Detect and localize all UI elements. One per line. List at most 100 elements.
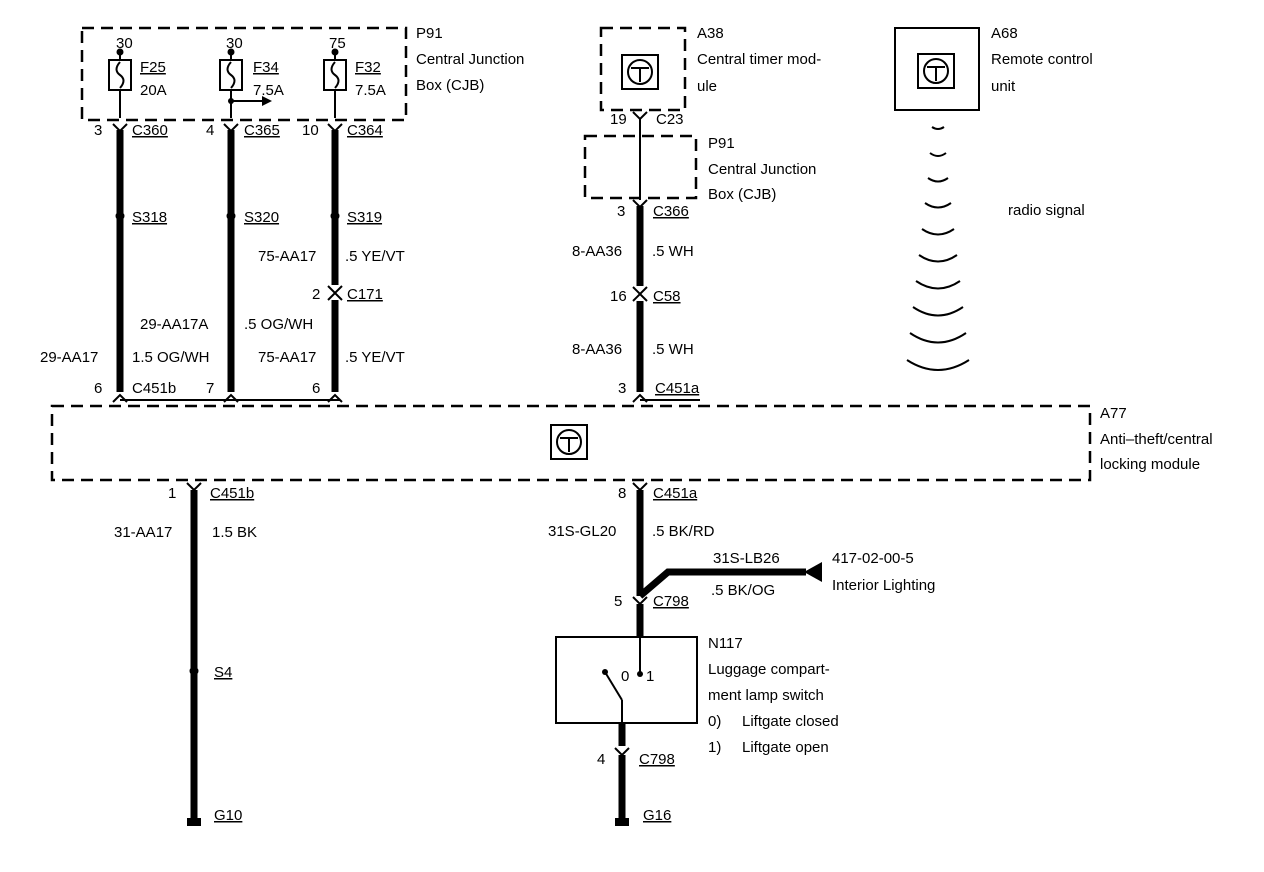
wire-7-code: 31S-LB26	[713, 550, 780, 567]
switch-state-1: Liftgate open	[742, 739, 829, 756]
splice-s4	[189, 666, 199, 676]
c366-label: C366	[653, 203, 689, 220]
wire-3b-spec: .5 YE/VT	[345, 349, 405, 366]
cjb-mid-id: P91	[708, 135, 735, 152]
remote-label-1: Remote control	[991, 51, 1093, 68]
timer-id: A38	[697, 25, 724, 42]
ground-g10-symbol	[187, 818, 201, 826]
wire-2-spec: .5 OG/WH	[244, 316, 313, 333]
switch-state-0: Liftgate closed	[742, 713, 839, 730]
module-label-1: Anti–theft/central	[1100, 431, 1213, 448]
c364-label: C364	[347, 122, 383, 139]
cjb-top-label-1: Central Junction	[416, 51, 524, 68]
c451b-in-pin: 6	[94, 380, 102, 397]
fuse-f34-name: F34	[253, 59, 279, 76]
switch-pos-0: 0	[621, 668, 629, 685]
c365-pin: 4	[206, 122, 214, 139]
ref-page-code: 417-02-00-5	[832, 550, 914, 567]
splice-s4-label: S4	[214, 664, 232, 681]
radio-signal-label: radio signal	[1008, 202, 1085, 219]
timer-label-1: Central timer mod-	[697, 51, 821, 68]
timer-label-2: ule	[697, 78, 717, 95]
wire-7-spec: .5 BK/OG	[711, 582, 775, 599]
splice-s320-label: S320	[244, 209, 279, 226]
switch-state-1-key: 1)	[708, 739, 721, 756]
c58-label: C58	[653, 288, 681, 305]
fuse-f32-name: F32	[355, 59, 381, 76]
cjb-mid-box	[583, 134, 698, 200]
c451a-in-pin: 3	[618, 380, 626, 397]
cjb-top-label-2: Box (CJB)	[416, 77, 484, 94]
switch-id: N117	[708, 635, 743, 652]
switch-pos-1: 1	[646, 668, 654, 685]
c366-pin: 3	[617, 203, 625, 220]
c451a-out-pin: 8	[618, 485, 626, 502]
cjb-top-box	[80, 26, 408, 122]
module-label-2: locking module	[1100, 456, 1200, 473]
wire-5-spec: 1.5 BK	[212, 524, 257, 541]
splice-s319-label: S319	[347, 209, 382, 226]
fuse-f34: 30 F34 7.5A	[219, 35, 284, 118]
c798-top-label: C798	[653, 593, 689, 610]
wire-1-code: 29-AA17	[40, 349, 98, 366]
c58-pin: 16	[610, 288, 627, 305]
remote-control-box	[894, 27, 980, 111]
c360-pin: 3	[94, 122, 102, 139]
module-in-pin-6b: 6	[312, 380, 320, 397]
ground-g16-symbol	[615, 818, 629, 826]
switch-state-0-key: 0)	[708, 713, 721, 730]
c360-label: C360	[132, 122, 168, 139]
c451b-out-label: C451b	[210, 485, 254, 502]
wire-3a-code: 75-AA17	[258, 248, 316, 265]
wire-4a-code: 8-AA36	[572, 243, 622, 260]
c451a-out-label: C451a	[653, 485, 698, 502]
radio-signal-waves	[906, 126, 970, 371]
switch-label-2: ment lamp switch	[708, 687, 824, 704]
wire-31s-lb26	[637, 568, 806, 599]
module-in-pin-7: 7	[206, 380, 214, 397]
fuse-f32-rating: 7.5A	[355, 82, 386, 99]
splice-s318-label: S318	[132, 209, 167, 226]
c798-bot-label: C798	[639, 751, 675, 768]
ground-g10-label: G10	[214, 807, 242, 824]
fuse-f34-rating: 7.5A	[253, 82, 284, 99]
wire-3b-code: 75-AA17	[258, 349, 316, 366]
ref-page-label: Interior Lighting	[832, 577, 935, 594]
splice-s319	[330, 211, 340, 221]
c23-pin: 19	[610, 111, 627, 128]
c451b-in-label: C451b	[132, 380, 176, 397]
wire-5-code: 31-AA17	[114, 524, 172, 541]
c23-label: C23	[656, 111, 684, 128]
fuse-f25: 30 F25 20A	[108, 35, 167, 118]
wire-4b-code: 8-AA36	[572, 341, 622, 358]
c451a-in-label: C451a	[655, 380, 700, 397]
wire-1-spec: 1.5 OG/WH	[132, 349, 210, 366]
c365-label: C365	[244, 122, 280, 139]
c798-top-pin: 5	[614, 593, 622, 610]
c171-label: C171	[347, 286, 383, 303]
fuse-f25-supply: 30	[116, 35, 133, 52]
wire-4b-spec: .5 WH	[652, 341, 694, 358]
fuse-f34-supply: 30	[226, 35, 243, 52]
fuse-f25-rating: 20A	[140, 82, 167, 99]
c451b-out-pin: 1	[168, 485, 176, 502]
luggage-switch-box	[555, 636, 698, 724]
c364-pin: 10	[302, 122, 319, 139]
remote-id: A68	[991, 25, 1018, 42]
fuse-f32-supply: 75	[329, 35, 346, 52]
remote-label-2: unit	[991, 78, 1016, 95]
fuse-f32: 75 F32 7.5A	[323, 35, 386, 118]
wire-4a-spec: .5 WH	[652, 243, 694, 260]
anti-theft-module-box	[50, 404, 1092, 482]
cjb-top-id: P91	[416, 25, 443, 42]
cjb-mid-label-2: Box (CJB)	[708, 186, 776, 203]
switch-label-1: Luggage compart-	[708, 661, 830, 678]
splice-s318	[115, 211, 125, 221]
wire-6-code: 31S-GL20	[548, 523, 616, 540]
cjb-mid-label-1: Central Junction	[708, 161, 816, 178]
timer-module-box	[599, 26, 687, 112]
module-id: A77	[1100, 405, 1127, 422]
c798-bot-pin: 4	[597, 751, 605, 768]
splice-s320	[226, 211, 236, 221]
